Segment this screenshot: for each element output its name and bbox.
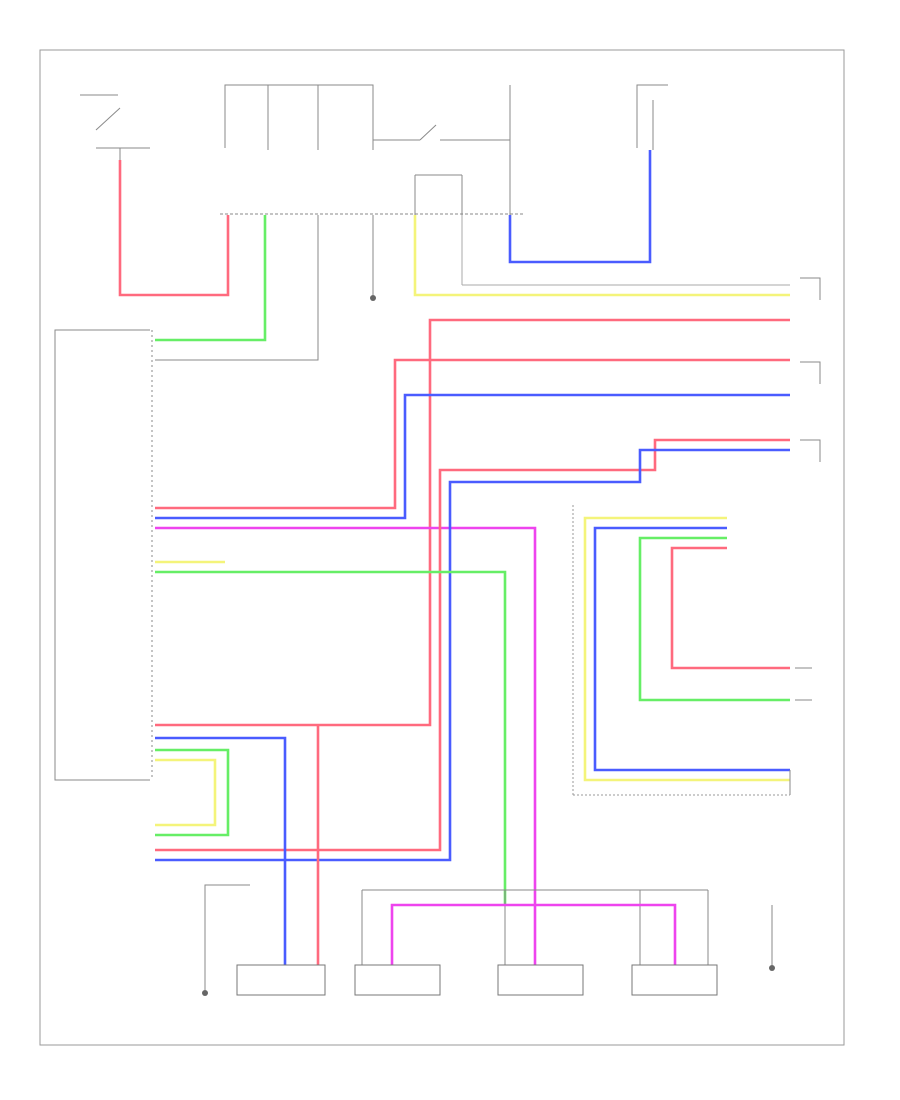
wire-yellow-upper xyxy=(413,215,790,297)
pressure-sensor xyxy=(236,964,326,996)
wire-blue-upper xyxy=(155,393,790,520)
actuator-center xyxy=(497,964,584,996)
wire-red-upper xyxy=(155,358,790,510)
ground-right-icon xyxy=(769,965,775,971)
actuator-left xyxy=(354,964,441,996)
ground-center-icon xyxy=(370,295,376,301)
wire-green-ignition xyxy=(155,215,267,342)
abs-unit xyxy=(54,329,153,781)
wire-red-feed xyxy=(155,318,790,727)
wire-blue-right xyxy=(155,448,790,862)
wire-red-right xyxy=(155,438,790,852)
wire-green-lower xyxy=(155,570,507,905)
power-distribution xyxy=(80,84,668,215)
ground-left-icon xyxy=(202,990,208,996)
wire-blue-fuse xyxy=(508,150,652,264)
diagram-frame xyxy=(39,49,845,1046)
wire-ignition-feed xyxy=(118,160,230,297)
actuator-right xyxy=(631,964,718,996)
wire-magenta-main xyxy=(155,526,537,905)
